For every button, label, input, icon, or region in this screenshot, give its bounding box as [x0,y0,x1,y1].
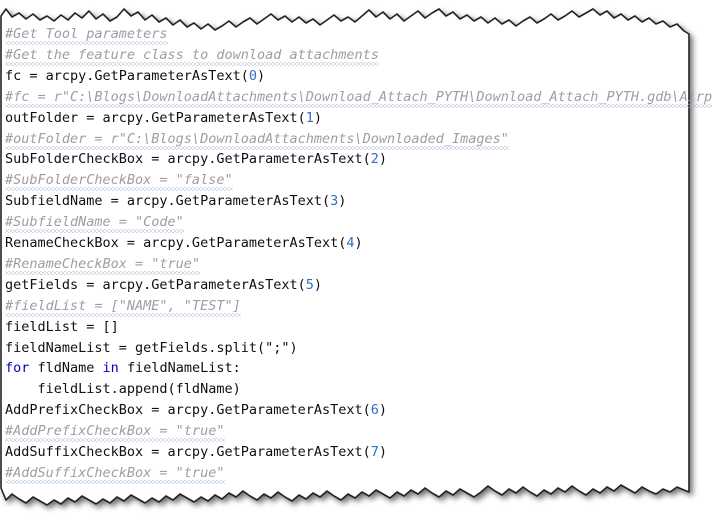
code-token-num: 4 [346,235,355,251]
code-token-ident: fc = arcpy.GetParameterAsText( [5,67,249,84]
code-text: #fieldList = ["NAME", "TEST"] [5,297,241,314]
code-token-num: 0 [248,67,257,84]
code-token-punct: ) [338,193,347,210]
code-token-punct: ) [313,276,323,293]
code-line: getFields = arcpy.GetParameterAsText(5) [5,276,323,293]
code-text: #AddSuffixCheckBox = "true" [5,464,225,481]
code-token-punct: ) [354,235,363,251]
code-token-punct: ) [313,109,323,126]
code-token-num: 5 [305,276,314,293]
code-token-ident: fieldNameList = getFields.split(";") [5,339,298,356]
code-comment-line: #fc = r"C:\Blogs\DownloadAttachments\Dow… [5,88,712,108]
code-text: #Get Tool parameters [5,26,168,42]
code-comment-line: #AddPrefixCheckBox = "true" [5,423,225,443]
code-content: #Get Tool parameters #Get the feature cla… [5,26,712,484]
code-comment-line: #Get Tool parameters [5,26,168,45]
code-token-punct: ) [378,402,388,419]
code-comment-line: #SubfieldName = "Code" [5,214,184,234]
code-token-kw: for [5,360,30,377]
code-line: fieldNameList = getFields.split(";") [5,339,298,356]
code-text: #SubfieldName = "Code" [5,214,184,231]
code-token-kw: in [102,360,119,377]
code-line: outFolder = arcpy.GetParameterAsText(1) [5,109,323,126]
code-comment-line: #AddSuffixCheckBox = "true" [5,464,225,484]
code-token-ident: RenameCheckBox = arcpy.GetParameterAsTex… [5,235,347,251]
code-token-ident: fieldNameList: [118,360,241,377]
code-token-punct: ) [256,67,266,84]
code-token-ident: SubfieldName = arcpy.GetParameterAsText( [5,193,331,210]
code-token-ident: fldName [29,360,103,377]
code-line: SubfieldName = arcpy.GetParameterAsText(… [5,194,346,209]
code-token-num: 6 [370,402,379,419]
code-comment-line: #outFolder = r"C:\Blogs\DownloadAttachme… [5,130,509,150]
code-text: #fc = r"C:\Blogs\DownloadAttachments\Dow… [5,88,712,105]
code-token-ident: SubFolderCheckBox = arcpy.GetParameterAs… [5,151,371,168]
code-line: fieldList.append(fldName) [5,382,241,397]
code-token-ident: AddSuffixCheckBox = arcpy.GetParameterAs… [5,444,371,460]
code-line: fieldList = [] [5,318,119,335]
code-comment-line: #SubFolderCheckBox = "false" [5,172,233,192]
code-token-num: 1 [305,109,314,126]
code-line: AddSuffixCheckBox = arcpy.GetParameterAs… [5,445,387,460]
code-comment-line: #Get the feature class to download attac… [5,46,379,66]
code-comment-line: #RenameCheckBox = "true" [5,255,201,275]
code-token-ident: outFolder = arcpy.GetParameterAsText( [5,109,306,126]
code-text: #RenameCheckBox = "true" [5,255,201,272]
code-line: SubFolderCheckBox = arcpy.GetParameterAs… [5,152,387,167]
code-text: #outFolder = r"C:\Blogs\DownloadAttachme… [5,130,509,147]
code-token-ident: getFields = arcpy.GetParameterAsText( [5,276,306,293]
code-token-num: 2 [370,151,379,168]
code-comment-line: #fieldList = ["NAME", "TEST"] [5,297,241,317]
code-token-punct: ) [378,444,388,460]
code-text: #Get the feature class to download attac… [5,46,379,63]
code-token-num: 3 [330,193,339,210]
code-line: fc = arcpy.GetParameterAsText(0) [5,67,266,84]
code-token-punct: ) [378,151,388,168]
code-token-ident: fieldList.append(fldName) [5,381,241,398]
code-token-ident: AddPrefixCheckBox = arcpy.GetParameterAs… [5,402,371,419]
code-token-num: 7 [370,444,379,460]
code-line: for fldName in fieldNameList: [5,361,241,376]
code-token-ident: fieldList = [] [5,318,119,335]
code-text: #SubFolderCheckBox = "false" [5,172,233,189]
code-line: RenameCheckBox = arcpy.GetParameterAsTex… [5,236,363,251]
code-text: #AddPrefixCheckBox = "true" [5,423,225,440]
code-line: AddPrefixCheckBox = arcpy.GetParameterAs… [5,403,387,418]
paper-body [0,8,690,506]
